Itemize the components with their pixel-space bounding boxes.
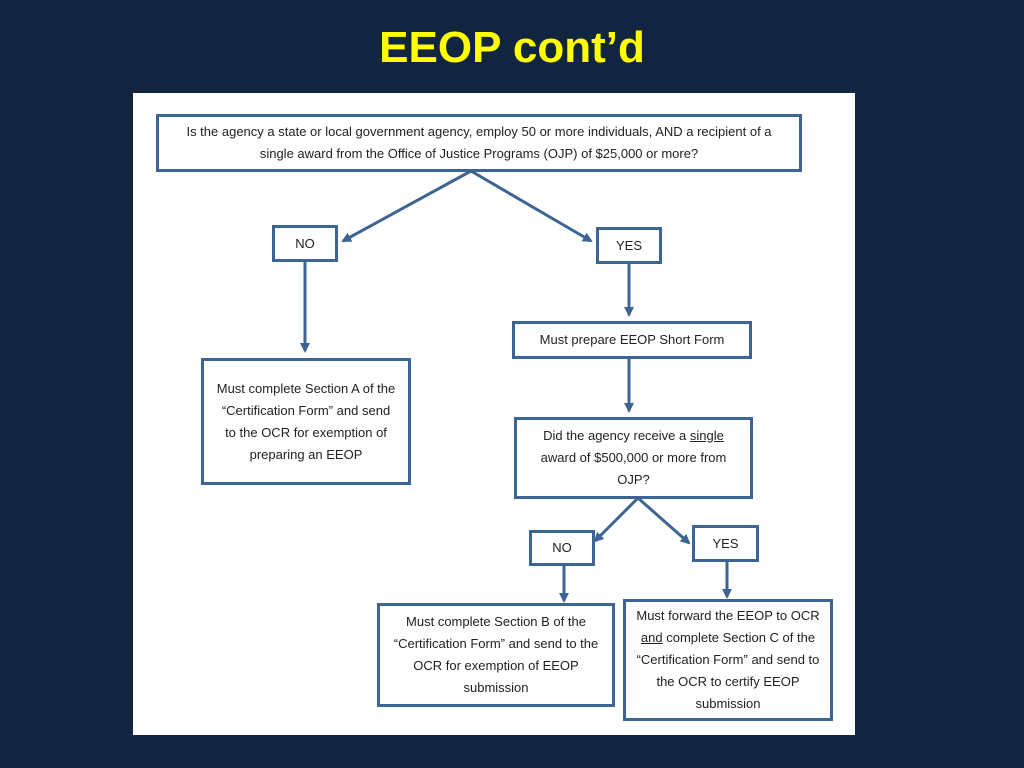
- question-box-single-award: Did the agency receive a single award of…: [514, 417, 753, 499]
- short-form-box: Must prepare EEOP Short Form: [512, 321, 752, 359]
- arrow-q1-to-yes: [470, 169, 593, 243]
- section-a-box: Must complete Section A of the “Certific…: [201, 358, 411, 485]
- section-c-text: Must forward the EEOP to OCR and complet…: [636, 608, 820, 711]
- q2-text: Did the agency receive a single award of…: [540, 428, 727, 487]
- no-box-2: NO: [529, 530, 595, 566]
- yes-box-1: YES: [596, 227, 662, 264]
- yes-box-2: YES: [692, 525, 759, 562]
- question-box-eligibility: Is the agency a state or local governmen…: [156, 114, 802, 172]
- section-c-box: Must forward the EEOP to OCR and complet…: [623, 599, 833, 721]
- flowchart-canvas: Is the agency a state or local governmen…: [133, 93, 855, 735]
- flowchart-arrows: [300, 169, 732, 603]
- no-box-1: NO: [272, 225, 338, 262]
- arrow-q2-to-no: [593, 496, 640, 543]
- section-b-box: Must complete Section B of the “Certific…: [377, 603, 615, 707]
- arrow-q2-to-yes: [637, 496, 691, 545]
- slide-title: EEOP cont’d: [379, 23, 645, 72]
- arrow-q1-to-no: [341, 169, 472, 243]
